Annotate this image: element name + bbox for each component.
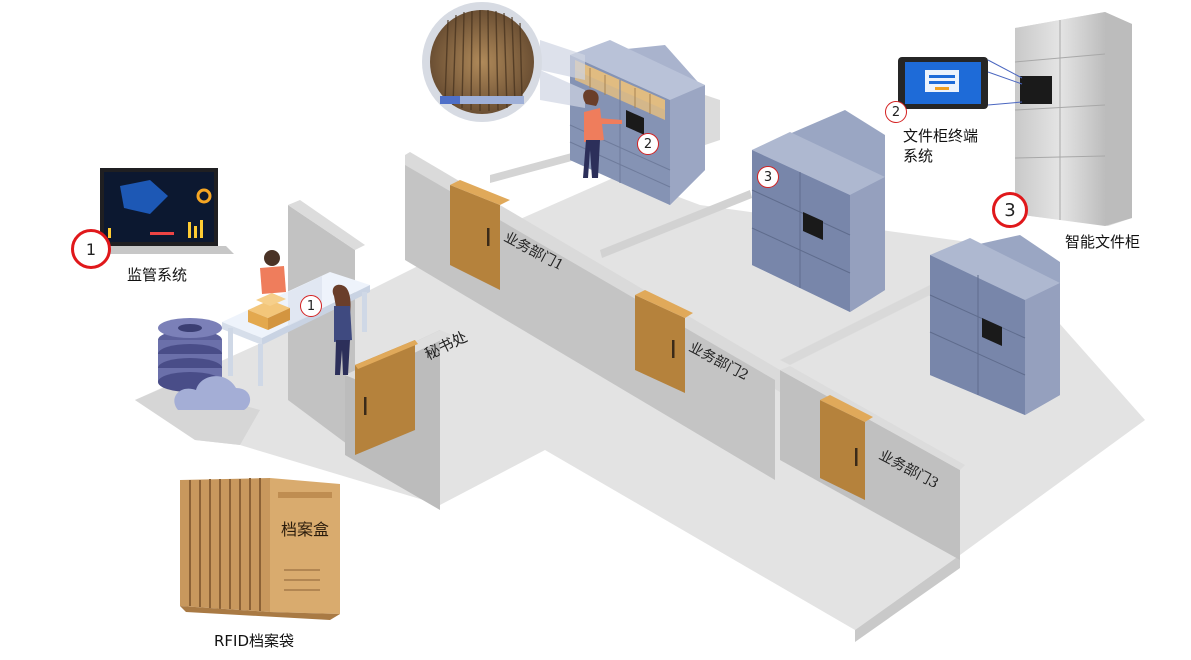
label-rfid-bag: RFID档案袋 — [214, 632, 295, 650]
person-visitor — [332, 284, 352, 375]
person-dept1 — [583, 89, 622, 178]
database-cloud-icon — [158, 318, 251, 410]
marker-dept1-cabinet: 2 — [637, 133, 659, 155]
smart-file-cabinet — [987, 12, 1132, 226]
marker-terminal: 2 — [885, 101, 907, 123]
label-terminal-line1: 文件柜终端 — [903, 127, 979, 145]
label-smart-cabinet: 智能文件柜 — [1065, 233, 1141, 251]
door-dept3 — [820, 395, 873, 500]
door-dept1 — [450, 180, 510, 290]
dept3-cabinet — [929, 235, 1060, 415]
label-monitor-system: 监管系统 — [127, 266, 188, 284]
door-dept2 — [635, 290, 693, 393]
cabinet-terminal-screen — [898, 57, 988, 109]
archive-box-label: 档案盒 — [281, 520, 329, 539]
rfid-archive-boxes — [180, 478, 340, 620]
door-secretary — [355, 340, 418, 455]
marker-desk: 1 — [300, 295, 322, 317]
marker-laptop: 1 — [71, 229, 111, 269]
dept2-cabinet — [751, 110, 885, 312]
label-terminal-line2: 系统 — [903, 147, 934, 165]
marker-smart-cabinet: 3 — [992, 192, 1028, 228]
zoom-files-detail — [422, 2, 585, 122]
doors — [355, 180, 873, 500]
person-clerk — [260, 250, 286, 294]
laptop-monitor — [86, 168, 234, 254]
marker-dept-cabinet: 3 — [757, 166, 779, 188]
file-stack-desk — [248, 293, 290, 330]
